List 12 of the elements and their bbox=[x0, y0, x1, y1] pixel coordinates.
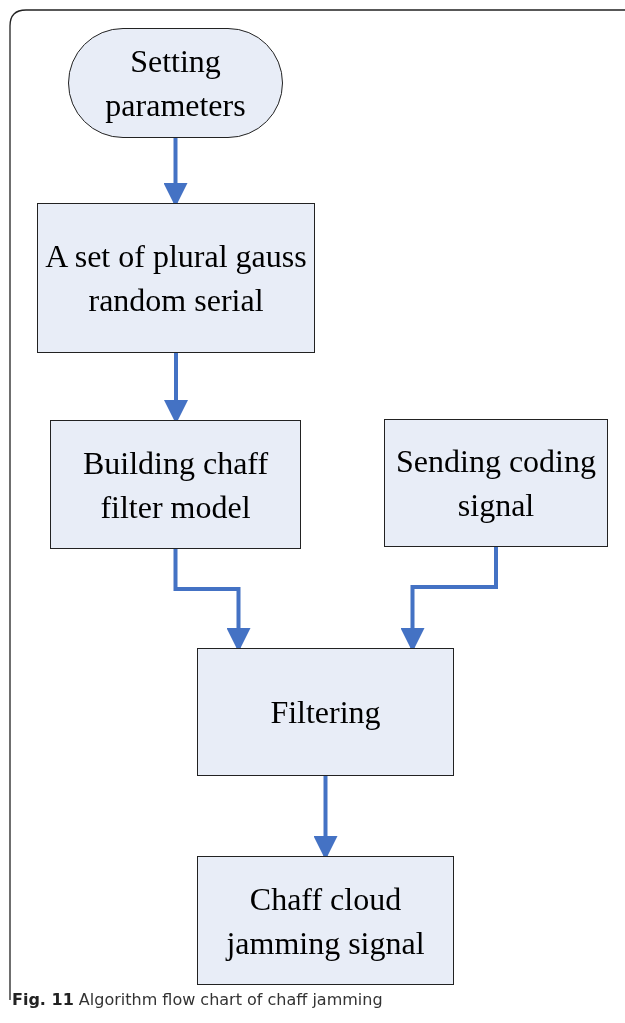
node-text: Filtering bbox=[270, 693, 381, 732]
figure-caption: Fig. 11 Algorithm flow chart of chaff jamming bbox=[12, 990, 383, 1009]
process-box bbox=[50, 420, 301, 549]
node-text: Chaff cloud jamming signal bbox=[224, 879, 426, 963]
process-box bbox=[37, 203, 315, 353]
node-text: Setting parameters bbox=[104, 42, 247, 125]
node-text: A set of plural gauss random serial bbox=[44, 237, 308, 320]
process-box bbox=[197, 856, 454, 985]
process-box bbox=[197, 648, 454, 776]
node-text: Building chaff filter model bbox=[81, 443, 270, 527]
node-text: Sending coding signal bbox=[395, 442, 597, 525]
process-box bbox=[384, 419, 608, 547]
